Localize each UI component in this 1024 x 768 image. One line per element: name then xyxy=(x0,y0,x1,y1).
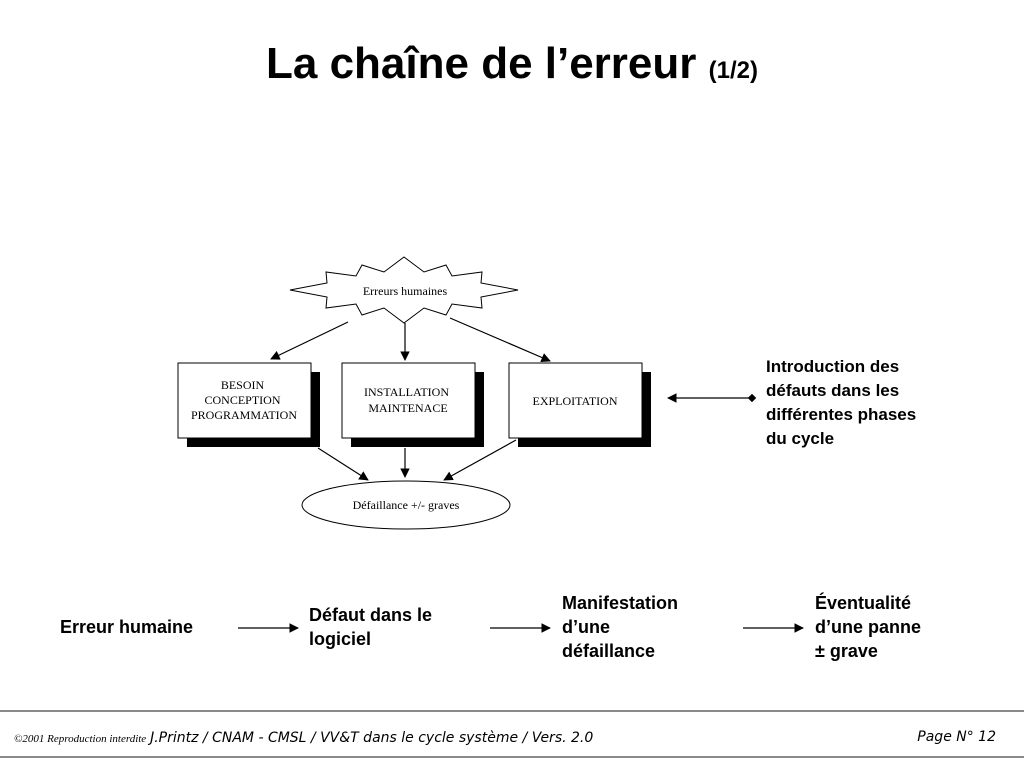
box3-label: EXPLOITATION xyxy=(532,394,617,408)
chain-step3-line3: défaillance xyxy=(562,641,656,661)
chain-step4-line1: Éventualité xyxy=(815,593,912,613)
chain-step-erreur-humaine: Erreur humaine xyxy=(60,615,193,639)
footer-divider-top xyxy=(0,710,1024,712)
box2-label: INSTALLATION MAINTENACE xyxy=(364,385,452,415)
arrow-box3-to-ellipse xyxy=(443,439,517,481)
note-line3: différentes phases xyxy=(766,405,917,424)
footer-divider-bottom xyxy=(0,756,1024,758)
box1-label: BESOIN CONCEPTION PROGRAMMATION xyxy=(191,378,297,422)
slide-title-main: La chaîne de l’erreur xyxy=(266,39,697,88)
footer-copyright: ©2001 Reproduction interdite xyxy=(14,733,147,745)
starburst-label: Erreurs humaines xyxy=(363,284,448,298)
slide-title-sub: (1/2) xyxy=(708,57,758,84)
box1-line3: PROGRAMMATION xyxy=(191,408,297,422)
chain-step-eventualite: Éventualité d’une panne ± grave xyxy=(815,591,921,663)
arrow-star-to-box1 xyxy=(270,321,349,360)
starburst-shape xyxy=(289,256,519,324)
arrow-star-to-box3 xyxy=(449,317,551,362)
footer-credits: ©2001 Reproduction interdite J.Printz / … xyxy=(14,729,593,746)
introduction-note: Introduction des défauts dans les différ… xyxy=(766,355,966,451)
box-besoin-conception-programmation xyxy=(177,362,312,439)
footer-author: J.Printz / CNAM - CMSL / VV&T dans le cy… xyxy=(150,730,594,746)
slide-title: La chaîne de l’erreur (1/2) xyxy=(0,36,1024,99)
chain-step2-line2: logiciel xyxy=(309,629,372,649)
chain-step-manifestation: Manifestation d’une défaillance xyxy=(562,591,678,663)
arrow-box1-to-ellipse xyxy=(317,447,369,481)
chain-step3-line2: d’une xyxy=(562,617,610,637)
chain-step2-line1: Défaut dans le xyxy=(309,605,433,625)
box2-line2: MAINTENACE xyxy=(368,401,447,415)
note-line1: Introduction des xyxy=(766,357,900,376)
note-line4: du cycle xyxy=(766,429,835,448)
chain-step-defaut: Défaut dans le logiciel xyxy=(309,603,432,651)
footer-page-number: Page N° 12 xyxy=(917,729,996,745)
chain-step3-line1: Manifestation xyxy=(562,593,679,613)
box1-line2: CONCEPTION xyxy=(204,393,280,407)
box-installation-maintenace xyxy=(341,362,476,439)
chain-step4-line3: ± grave xyxy=(815,641,878,661)
defaillance-ellipse xyxy=(301,480,511,530)
ellipse-label: Défaillance +/- graves xyxy=(353,498,460,512)
chain-step1-line1: Erreur humaine xyxy=(60,617,194,637)
box2-line1: INSTALLATION xyxy=(364,385,449,399)
chain-step4-line2: d’une panne xyxy=(815,617,922,637)
note-line2: défauts dans les xyxy=(766,381,900,400)
box1-line1: BESOIN xyxy=(221,378,265,392)
box-exploitation xyxy=(508,362,643,439)
